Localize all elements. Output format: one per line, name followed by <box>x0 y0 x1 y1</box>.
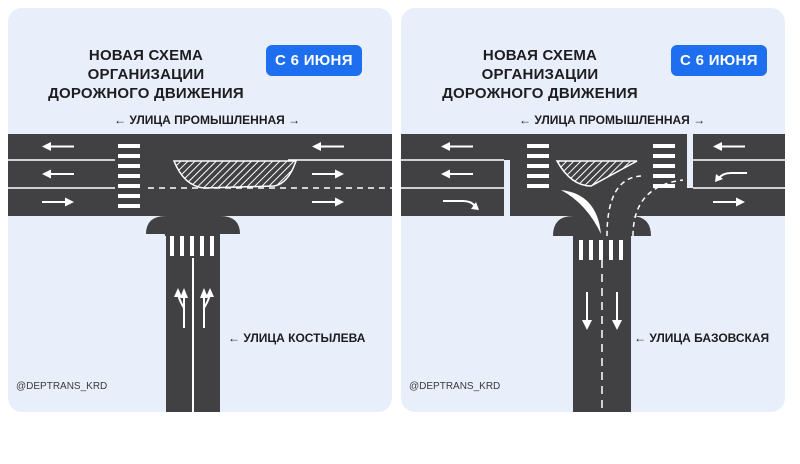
hatched-island-icon <box>555 160 638 187</box>
date-badge: С 6 ИЮНЯ <box>671 45 767 76</box>
intersection-diagram-right <box>401 134 785 412</box>
panel-old-scheme: НОВАЯ СХЕМА ОРГАНИЗАЦИИ ДОРОЖНОГО ДВИЖЕН… <box>8 8 392 412</box>
left-arrow-icon <box>713 142 745 151</box>
right-arrow-icon <box>42 197 74 207</box>
street-label-promyshlennaya: ← УЛИЦА ПРОМЫШЛЕННАЯ → <box>519 113 706 127</box>
left-arrow-icon <box>42 142 74 151</box>
title-line-1: НОВАЯ СХЕМА ОРГАНИЗАЦИИ <box>481 47 599 83</box>
straight-down-arrow-icon <box>612 292 622 330</box>
author-handle: @DEPTRANS_KRD <box>16 381 108 392</box>
crosswalk-icon <box>527 144 549 188</box>
crosswalk-icon <box>118 144 140 208</box>
lane-markings <box>8 159 392 412</box>
left-arrow-icon <box>42 169 74 179</box>
panel-title: НОВАЯ СХЕМА ОРГАНИЗАЦИИ ДОРОЖНОГО ДВИЖЕН… <box>30 46 262 103</box>
street-label-promyshlennaya: ← УЛИЦА ПРОМЫШЛЕННАЯ → <box>114 113 301 127</box>
lane-markings <box>401 159 785 412</box>
turn-guide-lines <box>606 175 684 237</box>
hatched-island-icon <box>172 160 298 189</box>
crosswalk-icon <box>579 240 623 260</box>
left-arrow-icon <box>441 169 473 179</box>
median-island <box>504 160 510 216</box>
title-line-1: НОВАЯ СХЕМА ОРГАНИЗАЦИИ <box>87 47 205 83</box>
panel-title: НОВАЯ СХЕМА ОРГАНИЗАЦИИ ДОРОЖНОГО ДВИЖЕН… <box>424 46 656 103</box>
channel-island <box>561 190 601 234</box>
crosswalk-icon <box>653 144 675 188</box>
straight-down-arrow-icon <box>582 292 592 330</box>
intersection-diagram-left <box>8 134 392 412</box>
crosswalk-icon <box>170 236 214 256</box>
title-line-2: ДОРОЖНОГО ДВИЖЕНИЯ <box>48 85 244 102</box>
title-line-2: ДОРОЖНОГО ДВИЖЕНИЯ <box>442 85 638 102</box>
right-arrow-icon <box>713 197 745 207</box>
right-arrow-icon <box>312 197 344 207</box>
right-turn-arrow-icon <box>443 200 479 210</box>
median-island <box>687 134 693 188</box>
left-arrow-icon <box>441 142 473 151</box>
street-label-bazovskaya: ← УЛИЦА БАЗОВСКАЯ <box>634 331 770 345</box>
panel-new-scheme: НОВАЯ СХЕМА ОРГАНИЗАЦИИ ДОРОЖНОГО ДВИЖЕН… <box>401 8 785 412</box>
left-turn-arrow-icon <box>715 172 747 182</box>
right-arrow-icon <box>312 169 344 179</box>
left-arrow-icon <box>312 142 344 151</box>
street-label-kostyleva: ← УЛИЦА КОСТЫЛЕВА <box>228 331 366 345</box>
date-badge: С 6 ИЮНЯ <box>266 45 362 76</box>
author-handle: @DEPTRANS_KRD <box>409 381 501 392</box>
